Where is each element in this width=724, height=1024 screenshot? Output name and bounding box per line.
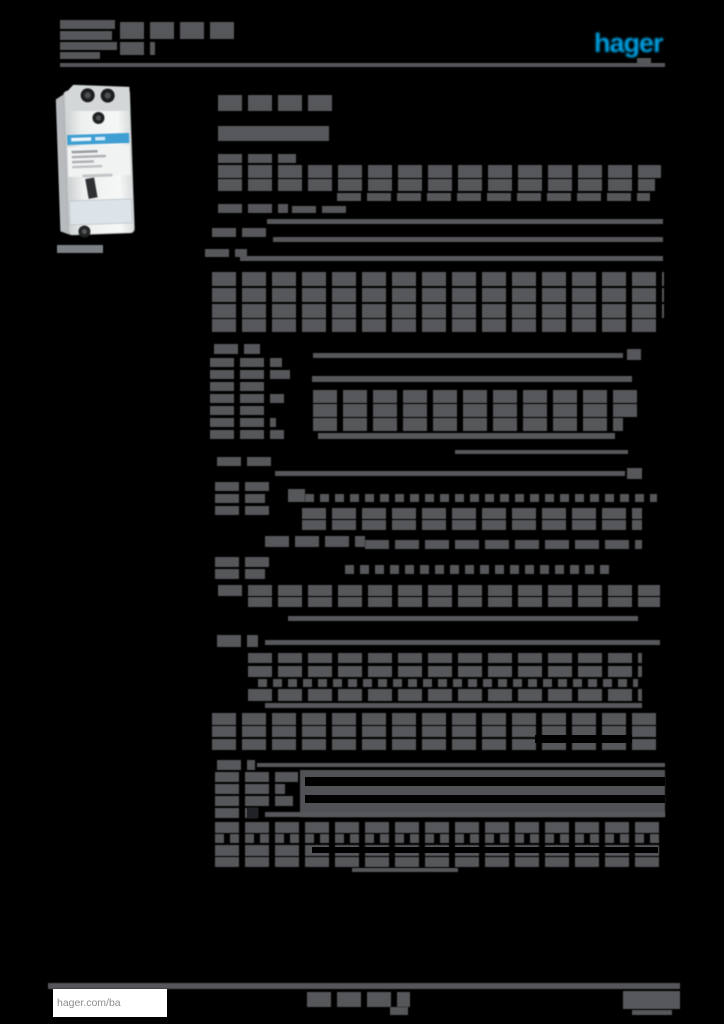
redacted-text-bar xyxy=(248,653,642,663)
redacted-text-bar xyxy=(215,494,265,503)
redacted-text-bar xyxy=(318,433,615,439)
redacted-text-bar xyxy=(215,557,272,567)
redacted-text-bar xyxy=(265,703,642,708)
redacted-text-bar xyxy=(305,795,665,803)
redacted-text-bar xyxy=(352,868,458,872)
redacted-text-bar xyxy=(215,834,665,843)
redacted-text-bar xyxy=(215,482,272,491)
redacted-text-bar xyxy=(288,489,305,502)
redacted-text-bar xyxy=(248,597,660,607)
redacted-text-bar xyxy=(215,506,272,515)
redacted-text-bar xyxy=(60,63,665,67)
redacted-text-bar xyxy=(390,1007,408,1015)
product-photo xyxy=(45,80,151,243)
redacted-text-bar xyxy=(212,319,658,332)
redacted-text-bar xyxy=(265,536,365,547)
hager-logo: hager xyxy=(594,28,664,58)
redacted-text-bar xyxy=(215,569,265,579)
redacted-text-bar xyxy=(215,857,662,867)
redacted-text-bar xyxy=(217,760,255,770)
redacted-text-bar xyxy=(313,418,623,431)
redacted-text-bar xyxy=(305,494,657,502)
redacted-text-bar xyxy=(248,666,642,677)
redacted-text-bar xyxy=(240,256,663,261)
redacted-text-bar xyxy=(215,772,298,782)
redacted-text-bar xyxy=(218,179,655,191)
redacted-text-bar xyxy=(212,272,664,286)
redacted-text-bar xyxy=(627,468,642,479)
redacted-text-bar xyxy=(218,165,661,178)
redacted-text-bar xyxy=(313,353,623,358)
redacted-text-bar xyxy=(218,585,660,596)
redacted-text-bar xyxy=(627,349,641,360)
redacted-text-bar xyxy=(212,739,662,750)
redacted-text-bar xyxy=(210,370,290,379)
redacted-text-bar xyxy=(60,42,117,50)
redacted-text-bar xyxy=(120,22,238,39)
redacted-text-bar xyxy=(265,640,660,645)
redacted-text-bar xyxy=(248,689,642,701)
redacted-text-bar xyxy=(535,735,632,743)
redacted-text-bar xyxy=(337,193,650,201)
redacted-text-bar xyxy=(60,52,100,59)
redacted-text-bar xyxy=(210,430,284,439)
redacted-text-bar xyxy=(637,58,651,64)
redacted-text-bar xyxy=(57,245,103,253)
redacted-text-bar xyxy=(120,42,155,55)
redacted-text-bar xyxy=(305,777,665,786)
redacted-text-bar xyxy=(275,471,625,476)
redacted-text-bar xyxy=(623,991,680,1009)
redacted-text-bar xyxy=(215,808,258,818)
redacted-text-bar xyxy=(265,812,665,817)
redacted-text-bar xyxy=(218,95,336,111)
footer-website-box[interactable]: hager.com/ba xyxy=(53,989,167,1017)
redacted-text-bar xyxy=(307,992,410,1007)
redacted-text-bar xyxy=(312,847,658,853)
redacted-text-bar xyxy=(205,249,247,257)
redacted-text-bar xyxy=(212,713,662,725)
redacted-text-bar xyxy=(60,31,112,40)
redacted-text-bar xyxy=(247,808,258,818)
redacted-text-bar xyxy=(218,204,288,213)
redacted-text-bar xyxy=(215,822,665,833)
redacted-text-bar xyxy=(212,304,664,318)
redacted-text-bar xyxy=(217,457,275,466)
redacted-text-bar xyxy=(273,237,663,242)
redacted-text-bar xyxy=(258,679,638,687)
redacted-text-bar xyxy=(212,228,268,237)
redacted-text-bar xyxy=(365,540,642,549)
redacted-text-bar xyxy=(218,126,329,141)
redacted-text-bar xyxy=(345,565,615,574)
redacted-text-bar xyxy=(215,796,293,806)
redacted-text-bar xyxy=(210,382,270,391)
redacted-text-bar xyxy=(292,206,350,213)
redacted-text-bar xyxy=(288,616,638,621)
redacted-text-bar xyxy=(267,219,663,224)
redacted-text-bar xyxy=(455,450,628,454)
din-rail-relay-illustration xyxy=(55,84,135,238)
redacted-text-bar xyxy=(210,418,276,427)
redacted-text-bar xyxy=(214,344,260,354)
redacted-text-bar xyxy=(210,358,282,367)
redacted-text-bar xyxy=(60,20,115,29)
footer-rule xyxy=(48,983,680,989)
redacted-text-bar xyxy=(302,520,642,530)
redacted-text-bar xyxy=(313,404,637,417)
redacted-text-bar xyxy=(312,376,632,382)
redacted-text-bar xyxy=(210,406,267,415)
redacted-text-bar xyxy=(313,390,637,403)
redacted-text-bar xyxy=(218,154,296,163)
redacted-text-bar xyxy=(212,726,662,737)
redacted-text-bar xyxy=(215,784,285,794)
redacted-text-bar xyxy=(257,763,665,767)
redacted-text-bar xyxy=(217,635,258,647)
footer-website-link[interactable]: hager.com/ba xyxy=(57,997,121,1009)
redacted-text-bar xyxy=(632,1010,672,1015)
redacted-text-bar xyxy=(210,394,284,403)
redacted-text-bar xyxy=(212,288,664,302)
redacted-text-bar xyxy=(302,508,642,519)
